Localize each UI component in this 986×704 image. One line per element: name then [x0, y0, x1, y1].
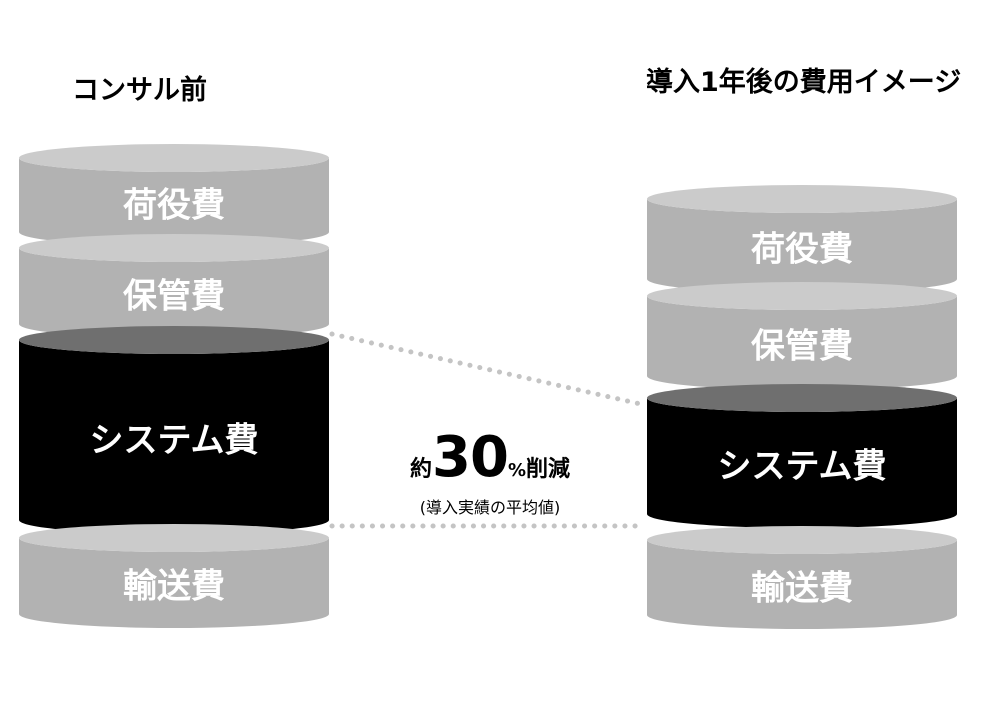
before-layer-2-body [19, 340, 329, 534]
before-layer-3-top [19, 524, 329, 552]
title-before: コンサル前 [72, 75, 207, 106]
after-layer-label-3: 輸送費 [751, 568, 853, 608]
before-layer-1-body [19, 248, 329, 338]
after-layer-1-top [647, 282, 957, 310]
after-layer-2-body [647, 398, 957, 528]
after-layer-label-0: 荷役費 [751, 229, 853, 270]
before-layer-3 [19, 524, 329, 628]
after-layer-label-2: システム費 [717, 446, 887, 487]
reduction-prefix: 約 [409, 457, 433, 482]
title-after: 導入1年後の費用イメージ [646, 67, 962, 98]
reduction-callout: 約 30 % 削減 [410, 430, 570, 486]
reduction-percent: % [507, 460, 526, 481]
reduction-note: (導入実績の平均値) [419, 498, 561, 517]
before-layer-label-0: 荷役費 [123, 185, 225, 226]
after-layer-label-1: 保管費 [751, 326, 853, 367]
after-layer-3-body [647, 540, 957, 629]
before-layer-3-body [19, 538, 329, 628]
dotted-connector-top [329, 331, 648, 408]
before-layer-2-top [19, 326, 329, 354]
after-layer-3 [647, 526, 957, 629]
after-layer-1 [647, 282, 957, 390]
after-layer-1-body [647, 296, 957, 390]
before-layer-0-body [19, 158, 329, 246]
before-layer-label-2: システム費 [89, 420, 259, 461]
after-layer-0-top [647, 185, 957, 213]
before-layer-0-top [19, 144, 329, 172]
after-layer-2-top [647, 384, 957, 412]
after-layer-0-body [647, 199, 957, 293]
before-layer-label-1: 保管費 [123, 276, 225, 317]
before-layer-1-top [19, 234, 329, 262]
before-layer-2 [19, 326, 329, 534]
before-layer-label-3: 輸送費 [123, 566, 225, 607]
reduction-suffix: 削減 [525, 457, 571, 482]
after-layer-2 [647, 384, 957, 528]
reduction-number: 30 [432, 425, 509, 490]
after-layer-0 [647, 185, 957, 293]
before-layer-1 [19, 234, 329, 338]
before-layer-0 [19, 144, 329, 246]
after-layer-3-top [647, 526, 957, 554]
